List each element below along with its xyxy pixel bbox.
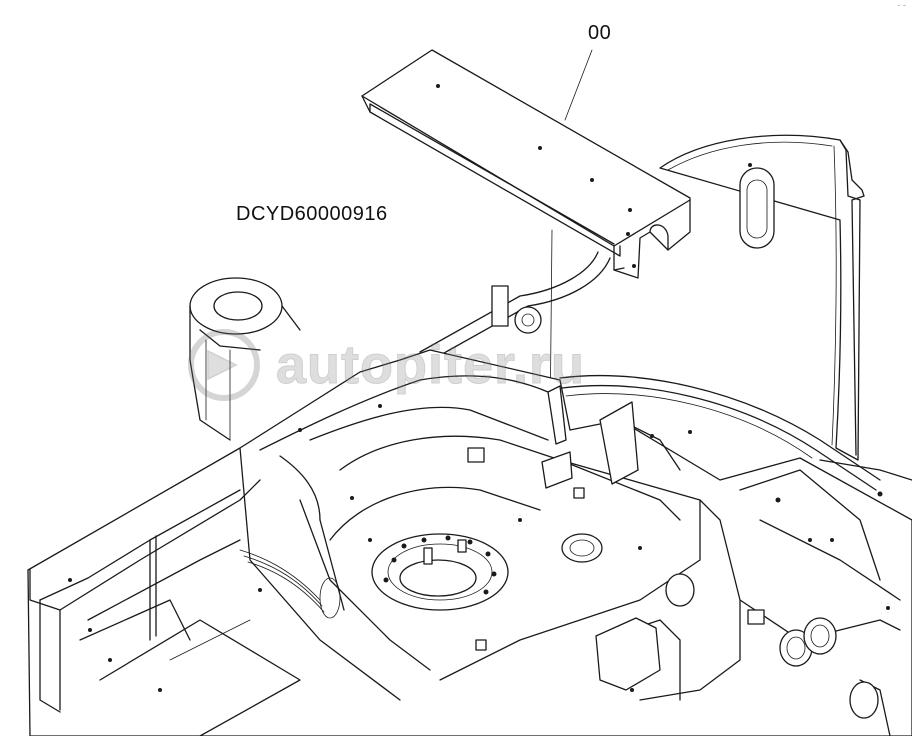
leader-lines bbox=[549, 49, 593, 431]
slewing-rail bbox=[559, 375, 881, 491]
part-number-label: 00 bbox=[588, 22, 612, 44]
side-panel bbox=[659, 134, 865, 461]
diagram-id-label: DCYD60000916 bbox=[236, 203, 388, 225]
cover-plate-part bbox=[361, 49, 691, 279]
upper-frame bbox=[27, 349, 912, 736]
swing-post bbox=[189, 277, 301, 441]
hose-bracket bbox=[419, 251, 611, 363]
corner-mark: - - bbox=[897, 0, 907, 10]
